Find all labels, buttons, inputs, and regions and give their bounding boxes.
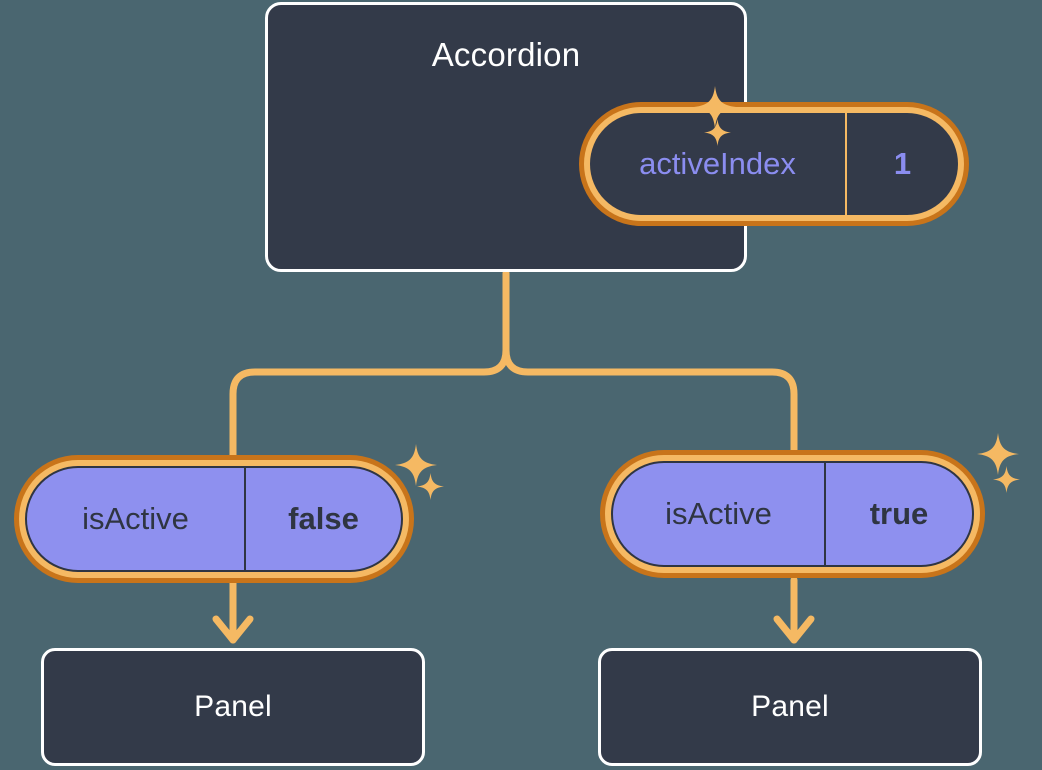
- pill-body: isActive true: [611, 461, 974, 567]
- accordion-component-card[interactable]: Accordion activeIndex 1: [265, 2, 969, 272]
- pill-body: isActive false: [25, 466, 403, 572]
- panel-title-left: Panel: [194, 690, 272, 723]
- sparkle-left-small-icon: [417, 473, 444, 500]
- state-value-isactive-left: false: [288, 501, 359, 536]
- panel-title-right: Panel: [751, 690, 829, 723]
- state-pill-isactive-false[interactable]: isActive false: [14, 455, 414, 583]
- pill-body: activeIndex 1: [590, 113, 958, 215]
- sparkle-right-large-icon: [977, 433, 1019, 475]
- arrowhead-right: [773, 615, 815, 644]
- state-key-isactive-left: isActive: [27, 468, 246, 570]
- sparkle-left-large-icon: [395, 444, 437, 486]
- pill-ring: activeIndex 1: [584, 107, 964, 221]
- panel-card-right[interactable]: Panel: [598, 648, 982, 766]
- sparkle-right-small-icon: [993, 466, 1020, 493]
- state-key-activeindex: activeIndex: [590, 113, 847, 215]
- wire-branch-left: [229, 346, 510, 462]
- pill-ring: isActive false: [19, 460, 409, 578]
- state-pill-isactive-true[interactable]: isActive true: [600, 450, 985, 578]
- wire-branch-right: [502, 346, 798, 460]
- state-value-isactive-right: true: [869, 496, 929, 531]
- arrowhead-left: [212, 615, 254, 644]
- state-value-activeindex: 1: [893, 146, 912, 181]
- accordion-title: Accordion: [431, 36, 581, 73]
- panel-card-left[interactable]: Panel: [41, 648, 425, 766]
- state-pill-activeindex[interactable]: activeIndex 1: [579, 102, 969, 226]
- state-key-isactive-right: isActive: [613, 463, 826, 565]
- pill-ring: isActive true: [605, 455, 980, 573]
